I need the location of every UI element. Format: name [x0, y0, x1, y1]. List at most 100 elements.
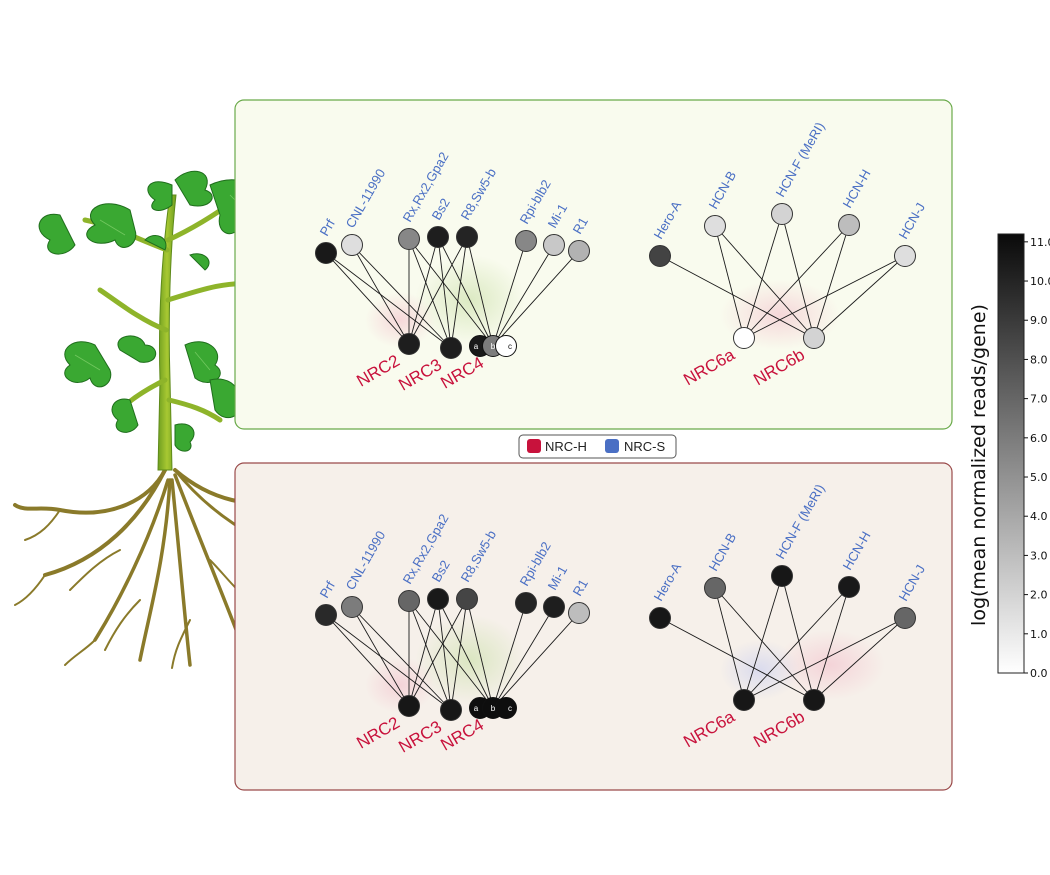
edge-bs2-nrc3 [437, 598, 452, 711]
sensor-node-hero-a [649, 607, 671, 629]
edge-hcn-f-meri-nrc6b [781, 575, 815, 701]
edge-cnl-11990-nrc3 [351, 244, 452, 349]
colorbar-tick-label: 7.0 [1030, 393, 1048, 406]
sensor-node-hcn-f-meri [771, 565, 793, 587]
edge-r1-nrc4 [492, 250, 580, 347]
edge-rpi-blb2-nrc4 [492, 240, 527, 347]
edge-hcn-j-nrc6b [813, 255, 906, 339]
root-network-edges [325, 575, 906, 711]
edge-hcn-b-nrc6b [714, 225, 815, 339]
edge-hcn-h-nrc6a [743, 586, 850, 701]
sensor-label: Prf [317, 578, 338, 600]
sensor-node-hcn-j [894, 607, 916, 629]
edge-hcn-f-meri-nrc6a [743, 213, 783, 339]
edge-prf-nrc2 [325, 614, 410, 707]
helper-node-nrc6b [803, 689, 825, 711]
edge-hcn-b-nrc6a [714, 225, 745, 339]
helper-node-nrc6b [803, 327, 825, 349]
sensor-node-prf [315, 242, 337, 264]
sensor-node-hcn-b [704, 577, 726, 599]
sensor-label: Prf [317, 216, 338, 238]
edge-bs2-nrc3 [437, 236, 452, 349]
edge-prf-nrc3 [325, 614, 452, 711]
edge-mi-1-nrc4 [492, 244, 555, 347]
root-panel [234, 462, 953, 791]
edge-hcn-h-nrc6b [813, 586, 850, 701]
edge-r1-nrc4 [492, 612, 580, 709]
sensor-node-hcn-h [838, 214, 860, 236]
sensor-node-rx-rx2-gpa2 [398, 228, 420, 250]
legend-label-nrc-s: NRC-S [624, 439, 665, 454]
edge-cnl-11990-nrc3 [351, 606, 452, 711]
colorbar-gradient [997, 233, 1025, 674]
sensor-label: R1 [570, 215, 591, 237]
edge-rx-rx2-gpa2-nrc4 [408, 238, 494, 347]
edge-rx-rx2-gpa2-nrc3 [408, 600, 452, 711]
edge-hero-a-nrc6b [659, 255, 815, 339]
sensor-node-rpi-blb2 [515, 230, 537, 252]
leaf-panel [234, 99, 953, 430]
edge-hcn-f-meri-nrc6b [781, 213, 815, 339]
edge-prf-nrc3 [325, 252, 452, 349]
sensor-node-cnl-11990 [341, 234, 363, 256]
colorbar-tick-label: 9.0 [1030, 314, 1048, 327]
edge-hero-a-nrc6b [659, 617, 815, 701]
nrc4-subunit-c [495, 697, 517, 719]
edge-r8-sw5-b-nrc4 [466, 598, 494, 709]
edge-bs2-nrc4 [437, 236, 494, 347]
edge-r8-sw5-b-nrc4 [466, 236, 494, 347]
edge-hcn-j-nrc6b [813, 617, 906, 701]
legend-swatch-nrc-s [605, 439, 619, 453]
sensor-node-bs2 [427, 588, 449, 610]
helper-node-nrc2 [398, 333, 420, 355]
legend: NRC-H NRC-S [518, 434, 677, 459]
nrc4-subunit-c [495, 335, 517, 357]
edge-hcn-j-nrc6a [743, 617, 906, 701]
colorbar-tick-label: 5.0 [1030, 471, 1048, 484]
edge-rx-rx2-gpa2-nrc3 [408, 238, 452, 349]
colorbar-tick-label: 4.0 [1030, 510, 1048, 523]
nrc4-subunit-label: a [474, 342, 479, 351]
sensor-node-hcn-h [838, 576, 860, 598]
edge-r8-sw5-b-nrc3 [450, 598, 468, 711]
edge-r8-sw5-b-nrc2 [408, 598, 468, 707]
colorbar-title: log(mean normalized reads/gene) [968, 304, 990, 626]
edge-cnl-11990-nrc2 [351, 244, 410, 345]
helper-node-nrc6a [733, 327, 755, 349]
colorbar-tick-label: 6.0 [1030, 432, 1048, 445]
edge-bs2-nrc2 [408, 598, 439, 707]
sensor-node-cnl-11990 [341, 596, 363, 618]
sensor-node-r8-sw5-b [456, 226, 478, 248]
edge-bs2-nrc4 [437, 598, 494, 709]
legend-label-nrc-h: NRC-H [545, 439, 587, 454]
colorbar-tick-label: 10.0 [1030, 275, 1050, 288]
sensor-node-r8-sw5-b [456, 588, 478, 610]
colorbar-tick-label: 11.0 [1030, 236, 1050, 249]
edge-hcn-b-nrc6b [714, 587, 815, 701]
sensor-node-r1 [568, 240, 590, 262]
legend-swatch-nrc-h [527, 439, 541, 453]
nrc4-subunit-label: a [474, 704, 479, 713]
legend-box [518, 434, 677, 459]
edge-cnl-11990-nrc2 [351, 606, 410, 707]
sensor-node-r1 [568, 602, 590, 624]
colorbar-tick-label: 2.0 [1030, 589, 1048, 602]
colorbar-tick-label: 0.0 [1030, 667, 1048, 680]
sensor-node-hcn-f-meri [771, 203, 793, 225]
nrc4-subunit-label: b [491, 704, 496, 713]
helper-node-nrc6a [733, 689, 755, 711]
sensor-node-bs2 [427, 226, 449, 248]
edge-r8-sw5-b-nrc2 [408, 236, 468, 345]
colorbar: 0.01.02.03.04.05.06.07.08.09.010.011.0 l… [968, 233, 1050, 680]
edge-hcn-b-nrc6a [714, 587, 745, 701]
edge-hcn-h-nrc6a [743, 224, 850, 339]
sensor-node-hero-a [649, 245, 671, 267]
edge-hcn-j-nrc6a [743, 255, 906, 339]
leaf-network-edges [325, 213, 906, 349]
edge-bs2-nrc2 [408, 236, 439, 345]
colorbar-tick-label: 3.0 [1030, 549, 1048, 562]
colorbar-ticks: 0.01.02.03.04.05.06.07.08.09.010.011.0 [1024, 236, 1050, 680]
edge-r8-sw5-b-nrc3 [450, 236, 468, 349]
helper-node-nrc3 [440, 699, 462, 721]
